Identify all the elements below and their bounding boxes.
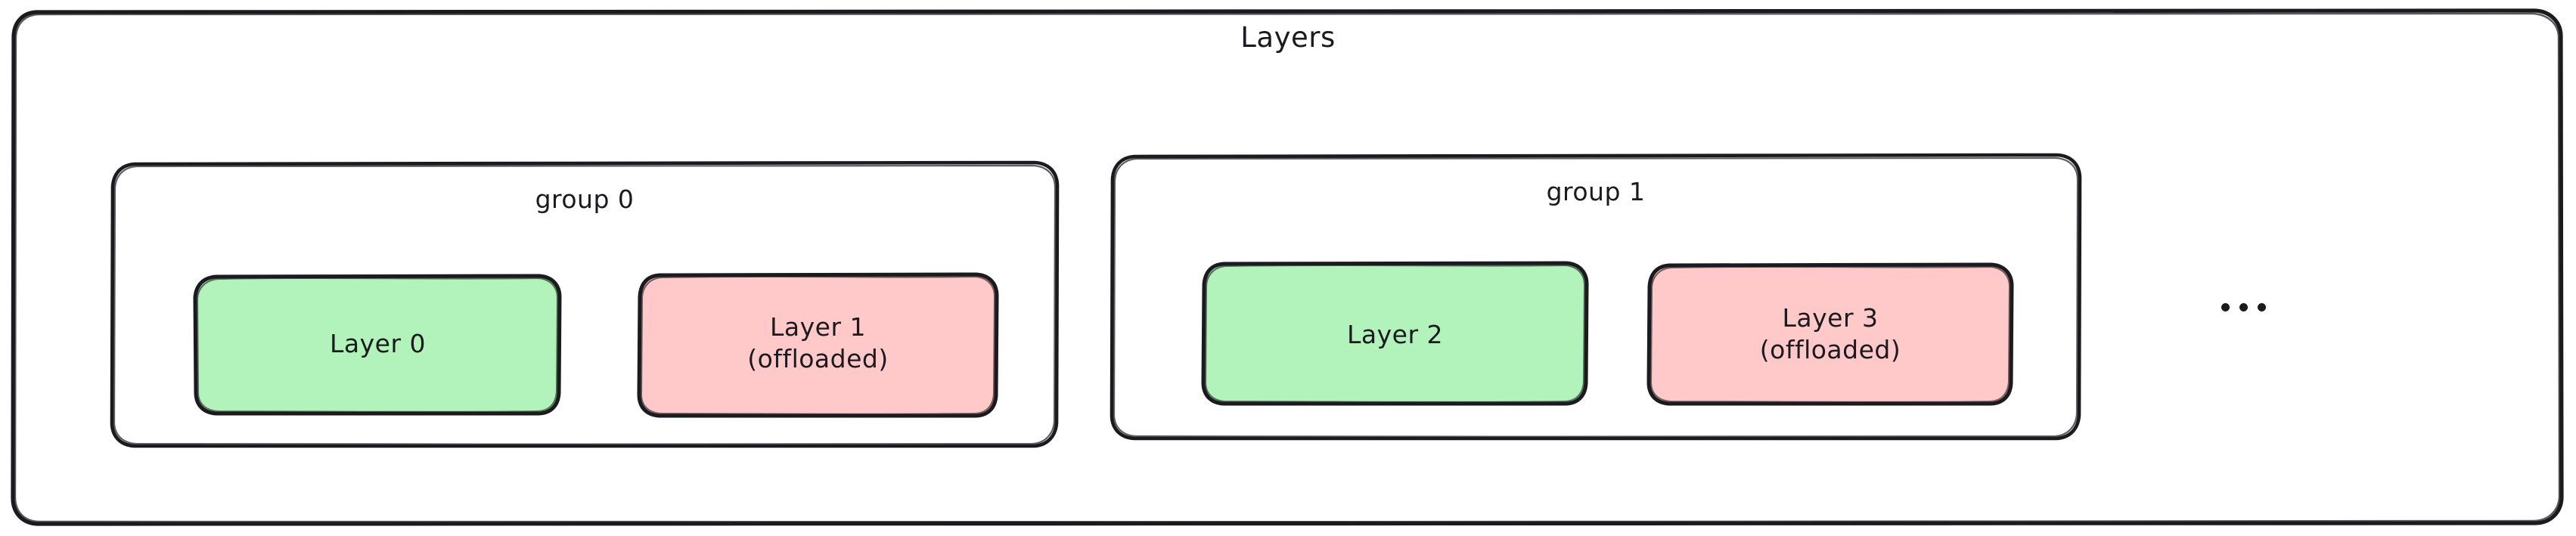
ellipsis-dot-3 [2258,303,2266,311]
outer-layers-box [11,8,2564,526]
layer-3-box-fill [1649,265,2012,404]
outer-layers-box-stroke-b [14,12,2561,523]
layer-1-box-stroke-a [637,272,999,418]
ellipsis-dot-1 [2221,303,2230,311]
group-0-label: group 0 [535,184,635,214]
layer-3-box-stroke-a [1646,262,2014,406]
layer-1-box-stroke-b [640,275,996,415]
layer-1-box[interactable] [637,272,999,418]
layer-2-box-stroke-b [1204,264,1586,403]
group-0-box-stroke-b [113,164,1057,445]
layer-1-box-fill [639,274,997,416]
more-groups-ellipsis-icon [2221,303,2266,311]
layer-2-box[interactable] [1201,261,1589,406]
layer-0-box-fill [195,276,560,414]
group-1-box-stroke-b [1113,156,2079,438]
layer-3-label-line1: Layer 3 [1782,303,1879,333]
layer-1-label-line2: (offloaded) [747,344,889,373]
ellipsis-dot-2 [2239,303,2248,311]
layer-2-box-stroke-a [1201,261,1589,406]
layer-3-box[interactable] [1646,262,2014,406]
layer-3-box-stroke-b [1650,265,2011,403]
layer-3-label-line2: (offloaded) [1759,335,1901,364]
outer-layers-box-stroke-a [11,8,2564,526]
layer-1-label-line1: Layer 1 [770,312,866,342]
layer-0-box-stroke-a [193,274,562,416]
layer-2-box-fill [1203,263,1587,404]
group-1-label: group 1 [1546,177,1646,206]
layer-0-label: Layer 0 [330,329,426,358]
layer-0-box[interactable] [193,274,562,416]
layer-2-label: Layer 2 [1347,320,1443,349]
page-title: Layers [1240,21,1336,54]
layer-0-box-stroke-b [196,277,559,413]
